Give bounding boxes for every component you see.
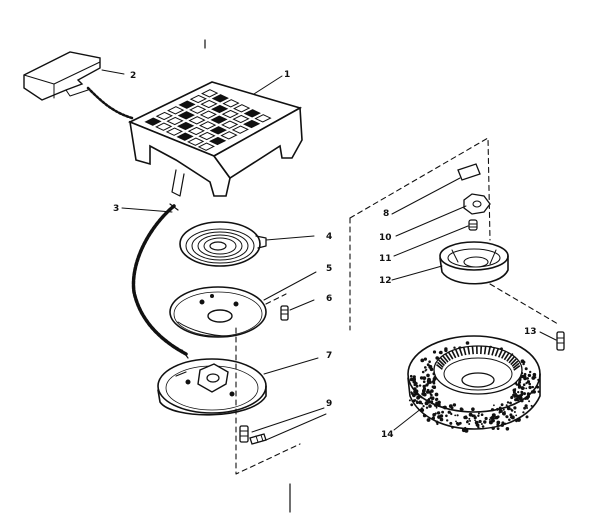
part-screw-6: [280, 305, 289, 321]
part-handle: [23, 51, 101, 101]
callout-8: 8: [383, 209, 389, 219]
housing-grid: [144, 89, 272, 151]
screen-fins: [436, 345, 521, 371]
callout-4: 4: [326, 232, 332, 242]
callout-2: 2: [130, 71, 136, 81]
part-screws-9: [239, 425, 267, 445]
callout-9: 9: [326, 399, 332, 409]
callout-14: 14: [381, 430, 394, 440]
callout-11: 11: [379, 254, 392, 264]
part-bolt-13: [556, 331, 565, 351]
part-pulley: [157, 358, 267, 416]
handle-rope: [86, 86, 134, 120]
part-pawl: [463, 193, 491, 215]
callout-3: 3: [113, 204, 119, 214]
part-spring-clip: [457, 163, 481, 181]
dashed-bracket: [235, 137, 559, 475]
callout-5: 5: [326, 264, 332, 274]
callout-6: 6: [326, 294, 332, 304]
callout-7: 7: [326, 351, 332, 361]
part-housing: [128, 81, 303, 197]
callout-1: 1: [284, 70, 290, 80]
callouts: 1 2 3 4 5 6 7 8 9 10 11 12 13 14: [113, 70, 537, 440]
part-rope: [131, 204, 188, 356]
part-recoil-spring: [179, 221, 267, 267]
part-pulley-plate: [169, 286, 267, 338]
callout-12: 12: [379, 276, 392, 286]
leader-lines: [101, 69, 557, 441]
part-drive-cup: [439, 241, 509, 285]
callout-10: 10: [379, 233, 392, 243]
part-flywheel-screen: [407, 335, 541, 433]
part-small-spring: [468, 219, 478, 231]
callout-13: 13: [524, 327, 537, 337]
